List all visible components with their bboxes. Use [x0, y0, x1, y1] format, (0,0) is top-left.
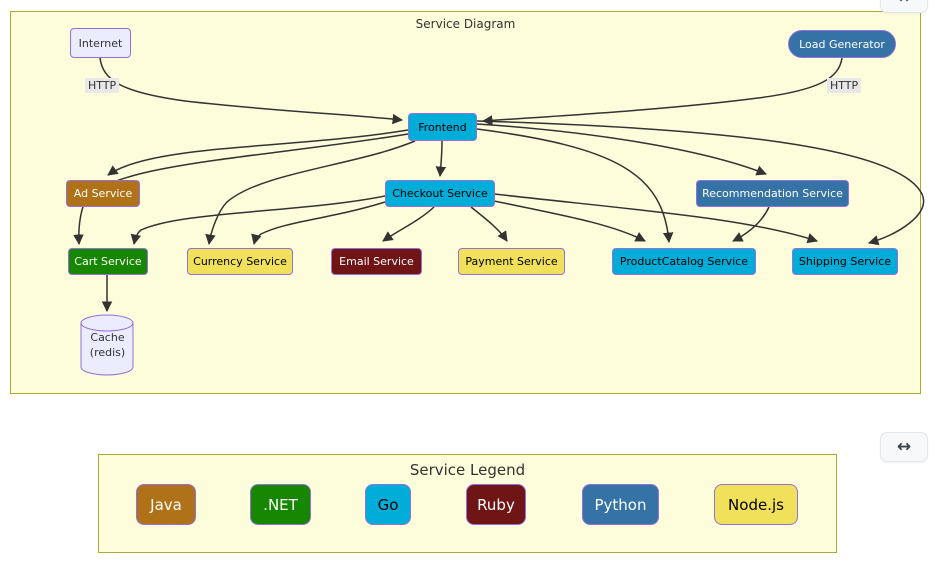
node-email-service: Email Service [331, 248, 422, 275]
resize-horizontal-icon: ↔ [897, 0, 911, 8]
legend-item-ruby: Ruby [466, 484, 526, 525]
node-ad-service: Ad Service [66, 180, 140, 207]
diagram-title: Service Diagram [415, 17, 516, 31]
node-recommendation-service: Recommendation Service [696, 180, 849, 207]
node-cache-label: Cache (redis) [89, 331, 126, 360]
node-currency-service: Currency Service [187, 248, 293, 275]
node-cart-service: Cart Service [68, 248, 148, 275]
legend-item-python: Python [582, 484, 659, 525]
legend-item-go: Go [365, 484, 411, 525]
legend-item-java: Java [136, 484, 196, 525]
legend-title: Service Legend [409, 461, 526, 479]
node-checkout-service: Checkout Service [385, 180, 495, 207]
edge-label-http-internet: HTTP [85, 78, 120, 93]
legend-item-dotnet: .NET [250, 484, 311, 525]
node-load-generator: Load Generator [788, 30, 896, 58]
resize-horizontal-icon: ↔ [896, 437, 912, 457]
node-internet: Internet [70, 28, 131, 58]
edge-label-http-loadgen: HTTP [827, 78, 862, 93]
legend-item-nodejs: Node.js [714, 484, 798, 525]
node-frontend: Frontend [408, 113, 477, 141]
node-productcatalog-service: ProductCatalog Service [612, 248, 756, 275]
node-shipping-service: Shipping Service [792, 248, 898, 275]
expand-diagram-button[interactable]: ↔ [880, 0, 928, 13]
node-payment-service: Payment Service [458, 248, 565, 275]
expand-legend-button[interactable]: ↔ [880, 432, 928, 462]
